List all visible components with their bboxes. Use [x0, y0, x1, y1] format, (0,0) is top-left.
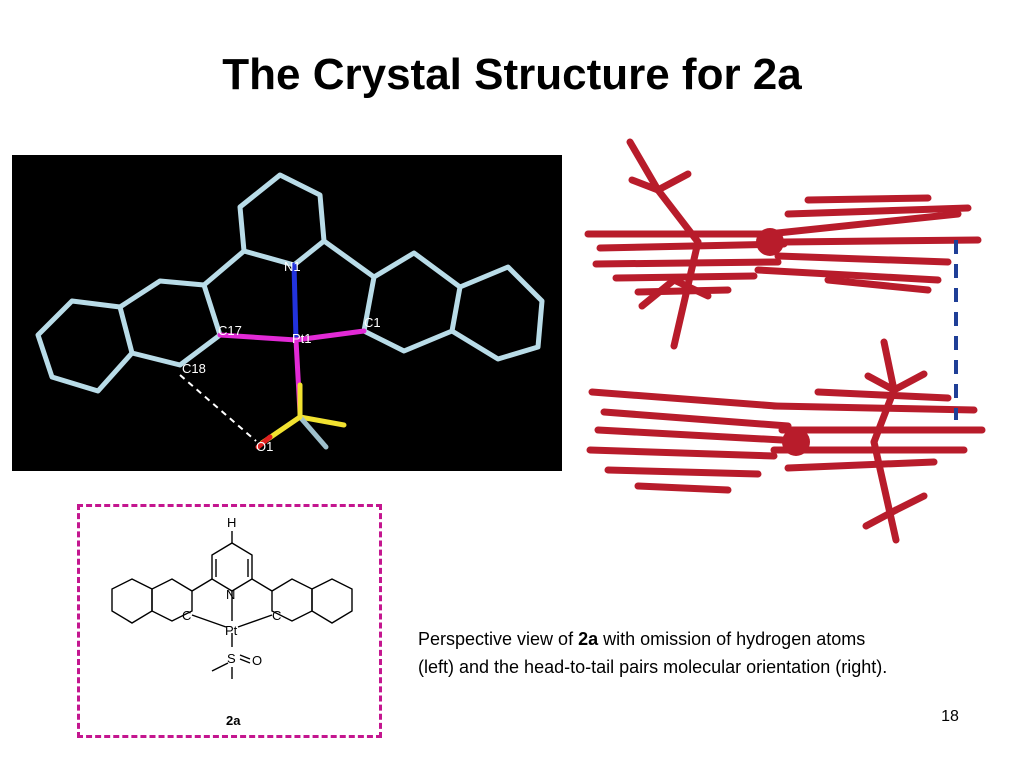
label-c1: C1 [364, 315, 381, 330]
compound-label: 2a [226, 713, 241, 728]
crystal-structure-drawing: N1 Pt1 C17 C1 C18 O1 [35, 172, 545, 454]
figure-caption: Perspective view of 2a with omission of … [418, 625, 1018, 681]
scheme-label-c-left: C [182, 608, 191, 623]
crystal-structure-image: N1 Pt1 C17 C1 C18 O1 [12, 155, 562, 471]
label-o1: O1 [256, 439, 273, 454]
scheme-label-o: O [252, 653, 262, 668]
scheme-label-h: H [227, 515, 236, 530]
page-number: 18 [941, 708, 959, 725]
label-n1: N1 [284, 259, 301, 274]
head-to-tail-pair-drawing [584, 138, 986, 544]
scheme-label-s: S [227, 651, 236, 666]
label-c17: C17 [218, 323, 242, 338]
scheme-label-pt: Pt [225, 623, 238, 638]
chemical-scheme-drawing: H N C C Pt S O 2a [111, 515, 353, 728]
scheme-label-n: N [226, 587, 235, 602]
caption-text-start: Perspective view of [418, 629, 579, 649]
caption-text-end: with omission of hydrogen atoms [598, 629, 866, 649]
head-to-tail-pair-image [578, 130, 1008, 560]
caption-line-2: (left) and the head-to-tail pairs molecu… [418, 657, 888, 677]
chemical-scheme-box: H N C C Pt S O 2a [77, 504, 382, 738]
scheme-label-c-right: C [272, 608, 281, 623]
slide-title: The Crystal Structure for 2a [222, 50, 802, 99]
label-c18: C18 [182, 361, 206, 376]
caption-compound: 2a [578, 629, 599, 649]
label-pt1: Pt1 [292, 331, 312, 346]
